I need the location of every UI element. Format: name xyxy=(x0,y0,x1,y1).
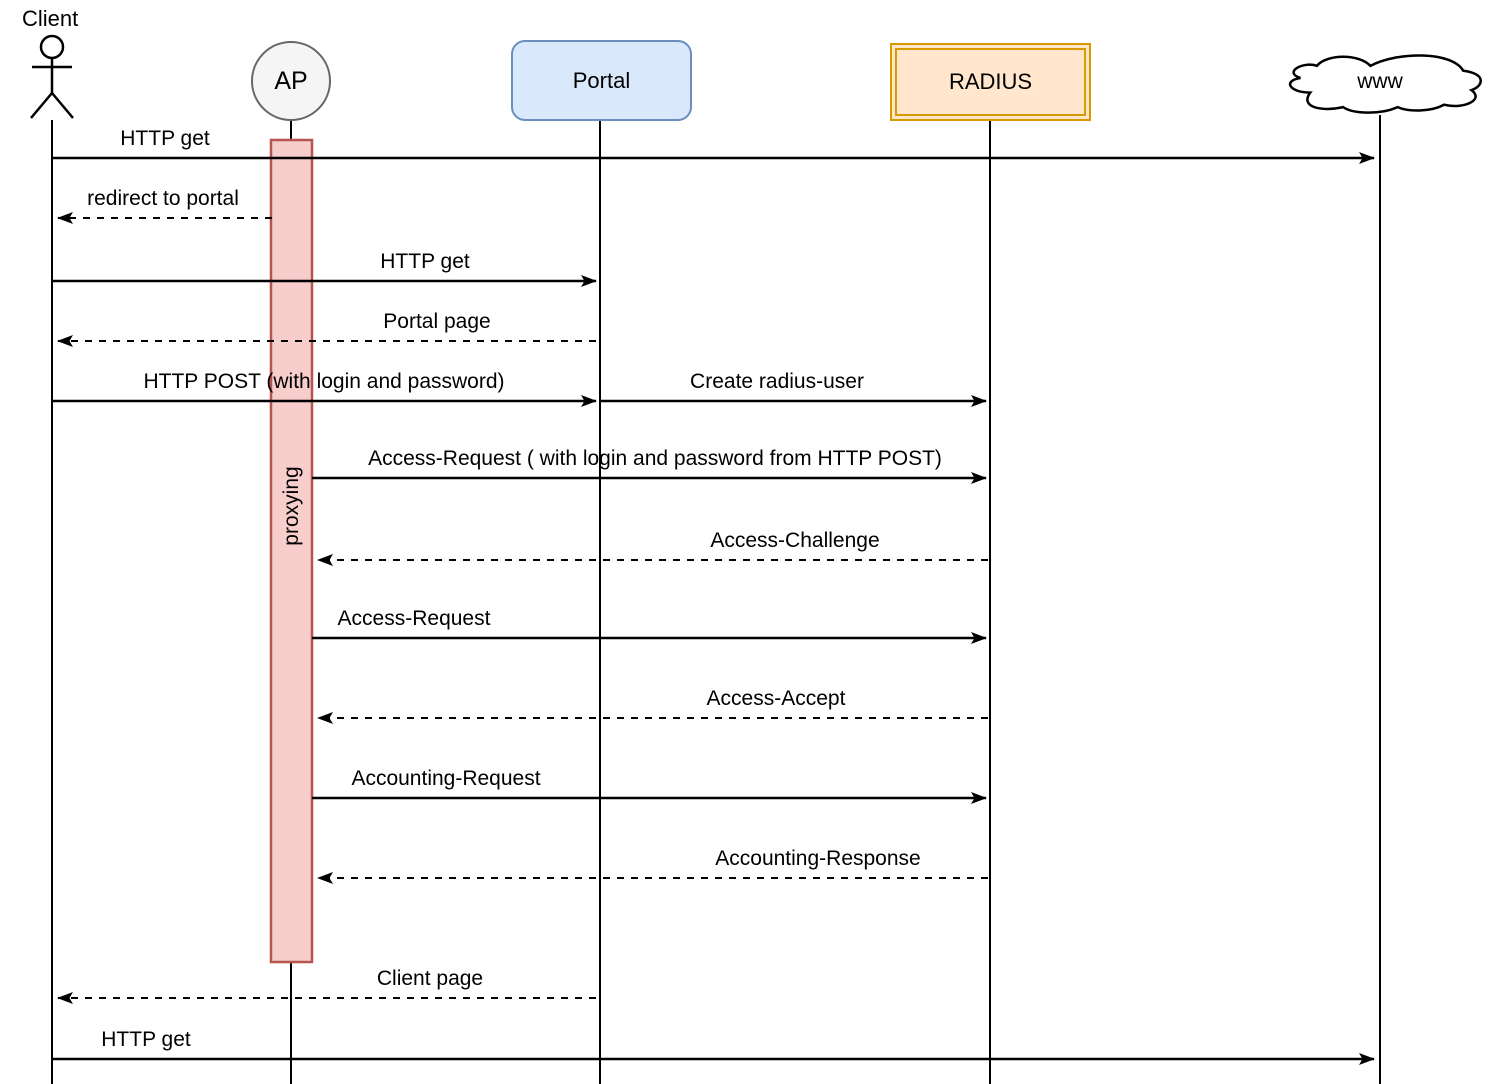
participant-label-radius: RADIUS xyxy=(948,69,1033,94)
participant-radius-inner-border: RADIUS xyxy=(895,48,1086,116)
participant-label-client: Client xyxy=(22,6,79,31)
message-label-http-get-bottom: HTTP get xyxy=(101,1028,191,1051)
dashed-arrows xyxy=(57,212,988,1004)
activation-label-proxying: proxying xyxy=(280,466,303,546)
lifelines xyxy=(51,115,1381,1084)
message-label-http-get-portal: HTTP get xyxy=(380,250,470,273)
participant-label-www: www xyxy=(1357,70,1403,93)
participant-label-ap: AP xyxy=(274,66,308,95)
message-label-create-radius-user: Create radius-user xyxy=(690,370,864,393)
participant-radius: RADIUS xyxy=(890,43,1091,121)
client-actor-figure xyxy=(30,34,74,119)
message-label-http-post: HTTP POST (with login and password) xyxy=(143,370,505,393)
message-label-redirect-to-portal: redirect to portal xyxy=(87,187,239,210)
message-label-accounting-request: Accounting-Request xyxy=(351,767,541,790)
message-label-access-accept: Access-Accept xyxy=(706,687,846,710)
participant-ap: AP xyxy=(251,41,331,121)
actor-head xyxy=(39,34,65,60)
message-label-client-page: Client page xyxy=(376,967,484,990)
message-label-portal-page: Portal page xyxy=(383,310,491,333)
message-label-access-request-2: Access-Request xyxy=(337,607,491,630)
solid-arrows xyxy=(52,152,1375,1065)
message-label-accounting-response: Accounting-Response xyxy=(715,847,921,870)
actor-leg-left xyxy=(30,92,53,119)
message-label-access-request-1: Access-Request ( with login and password… xyxy=(368,447,942,470)
participant-label-portal: Portal xyxy=(572,67,631,93)
participant-portal: Portal xyxy=(511,40,692,121)
message-label-access-challenge: Access-Challenge xyxy=(710,529,880,552)
actor-leg-right xyxy=(51,92,74,119)
message-label-http-get-top: HTTP get xyxy=(120,127,210,150)
www-cloud-shape xyxy=(1290,55,1481,112)
activation-bar-proxying xyxy=(269,138,314,964)
